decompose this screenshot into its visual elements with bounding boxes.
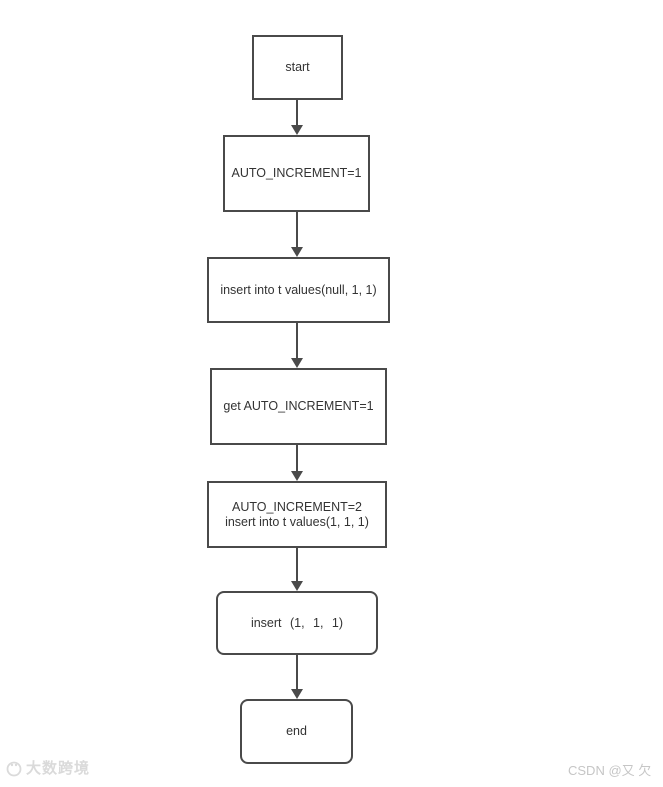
watermark-csdn: CSDN @又 欠 <box>568 763 652 778</box>
arrow-head-icon <box>291 581 303 591</box>
arrow-shaft <box>296 100 298 127</box>
watermark-logo: 大数跨境 <box>5 757 90 778</box>
node-label: AUTO_INCREMENT=1 <box>231 166 362 180</box>
flow-arrow-4 <box>291 445 303 481</box>
arrow-shaft <box>296 323 298 360</box>
node-label: get AUTO_INCREMENT=1 <box>223 399 374 413</box>
node-label: start <box>285 60 310 74</box>
flowchart-node-end: end <box>240 699 353 764</box>
node-label: end <box>286 724 307 738</box>
arrow-head-icon <box>291 125 303 135</box>
flowchart-node-insert-111: insert (1, 1, 1) <box>216 591 378 655</box>
face-logo-icon <box>5 759 23 777</box>
node-label: insert into t values(null, 1, 1) <box>220 282 377 297</box>
flowchart-node-auto-increment-1: AUTO_INCREMENT=1 <box>223 135 370 212</box>
arrow-shaft <box>296 548 298 583</box>
arrow-shaft <box>296 212 298 249</box>
arrow-head-icon <box>291 689 303 699</box>
flow-arrow-5 <box>291 548 303 591</box>
node-label-line1: AUTO_INCREMENT=2 <box>231 499 362 514</box>
watermark-logo-text: 大数跨境 <box>26 760 91 777</box>
flow-arrow-2 <box>291 212 303 257</box>
flowchart-node-start: start <box>252 35 343 100</box>
flow-arrow-3 <box>291 323 303 368</box>
flowchart-node-insert-null: insert into t values(null, 1, 1) <box>207 257 390 323</box>
flow-arrow-6 <box>291 655 303 699</box>
arrow-shaft <box>296 655 298 691</box>
node-label: insert (1, 1, 1) <box>250 615 344 630</box>
arrow-head-icon <box>291 471 303 481</box>
flowchart-node-auto-increment-2: AUTO_INCREMENT=2 insert into t values(1,… <box>207 481 387 548</box>
node-label-line2: insert into t values(1, 1, 1) <box>225 514 369 529</box>
arrow-shaft <box>296 445 298 473</box>
flow-arrow-1 <box>291 100 303 135</box>
arrow-head-icon <box>291 358 303 368</box>
flowchart-node-get-auto-increment: get AUTO_INCREMENT=1 <box>210 368 387 445</box>
node-label: AUTO_INCREMENT=2 insert into t values(1,… <box>225 500 369 530</box>
arrow-head-icon <box>291 247 303 257</box>
